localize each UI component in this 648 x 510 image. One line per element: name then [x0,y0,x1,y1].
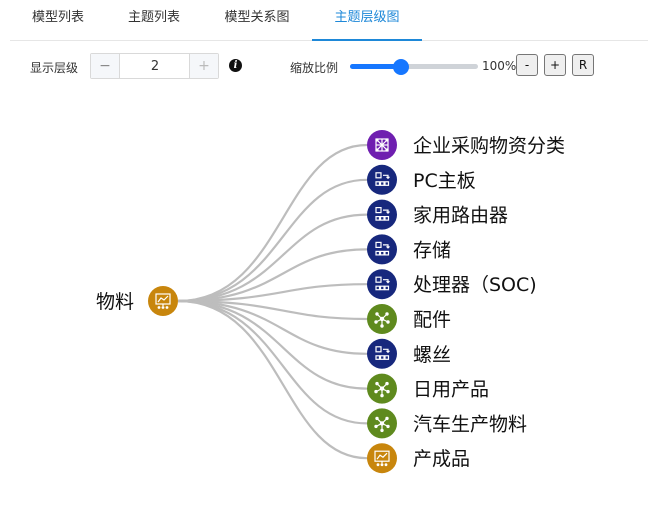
info-icon[interactable]: i [229,59,242,72]
hub-network-icon [374,312,390,328]
hub-network-icon [374,416,390,433]
tree-link [177,299,368,425]
child-node-label[interactable]: 配件 [413,309,451,331]
node-circle[interactable] [367,234,397,265]
child-node-label[interactable]: 日用产品 [413,379,489,401]
child-node[interactable]: 配件 [367,304,451,334]
toolbar: 显示层级 − + i 缩放比例 100% - + R [0,50,648,84]
child-node[interactable]: 汽车生产物料 [367,408,527,439]
tree-link [177,283,368,303]
child-node[interactable]: 产成品 [367,443,470,474]
child-node-label[interactable]: 螺丝 [413,344,451,366]
tree-link [177,248,368,303]
tab-model-list[interactable]: 模型列表 [31,10,84,25]
child-node-label[interactable]: 产成品 [413,448,470,470]
network-grid-icon [375,138,389,152]
child-node[interactable]: 日用产品 [367,373,489,404]
child-node[interactable]: 存储 [367,234,451,265]
chart-board-icon [374,450,390,467]
child-node-label[interactable]: 存储 [413,239,451,261]
child-node-label[interactable]: 企业采购物资分类 [413,135,565,157]
root-node[interactable]: 物料 [96,286,178,316]
level-label: 显示层级 [30,61,79,75]
child-node[interactable]: 螺丝 [367,338,451,369]
flow-nodes-icon [375,241,390,256]
link-group [177,143,368,460]
level-decrease-button[interactable]: − [91,54,120,78]
tab-model-relation-graph[interactable]: 模型关系图 [224,10,290,25]
flow-nodes-icon [375,172,390,186]
tree-link [177,143,368,303]
flow-nodes-icon [375,276,390,291]
level-input[interactable] [120,54,190,78]
child-node[interactable]: 企业采购物资分类 [367,130,565,160]
node-circle[interactable] [367,338,397,369]
node-circle[interactable] [367,443,397,474]
node-circle[interactable] [148,286,178,316]
level-stepper: − + [90,53,219,79]
tree-link [177,299,368,460]
zoom-label: 缩放比例 [290,61,339,75]
child-node[interactable]: PC主板 [367,164,476,195]
node-circle[interactable] [367,269,397,300]
tab-topic-list[interactable]: 主题列表 [127,10,180,25]
child-node[interactable]: 处理器（SOC) [367,269,537,300]
zoom-slider[interactable] [350,58,478,76]
node-circle[interactable] [367,199,397,230]
tree-link [177,299,368,390]
flow-nodes-icon [375,207,390,221]
hub-network-icon [374,381,390,398]
tree-link [177,178,368,303]
zoom-out-button[interactable]: - [516,54,538,76]
child-node-label[interactable]: 汽车生产物料 [413,413,527,435]
root-node-label[interactable]: 物料 [96,291,134,313]
level-increase-button[interactable]: + [189,54,218,78]
child-node-label[interactable]: 处理器（SOC) [413,274,537,296]
child-node[interactable]: 家用路由器 [367,199,508,230]
tab-topic-hierarchy-graph[interactable]: 主题层级图 [312,0,422,41]
zoom-slider-track [350,64,478,69]
flow-nodes-icon [375,346,390,360]
reset-zoom-button[interactable]: R [572,54,594,76]
child-node-label[interactable]: PC主板 [413,170,476,192]
node-circle[interactable] [367,164,397,195]
zoom-slider-fill [350,64,402,69]
zoom-percent: 100% [482,59,517,73]
zoom-slider-thumb[interactable] [393,59,410,75]
child-node-label[interactable]: 家用路由器 [413,205,508,227]
tree-link [177,299,368,321]
tree-link [177,213,368,303]
tree-link [177,299,368,355]
tab-bar: 模型列表 主题列表 模型关系图 主题层级图 [10,0,648,41]
zoom-in-button[interactable]: + [544,54,566,76]
chart-board-icon [155,293,171,309]
